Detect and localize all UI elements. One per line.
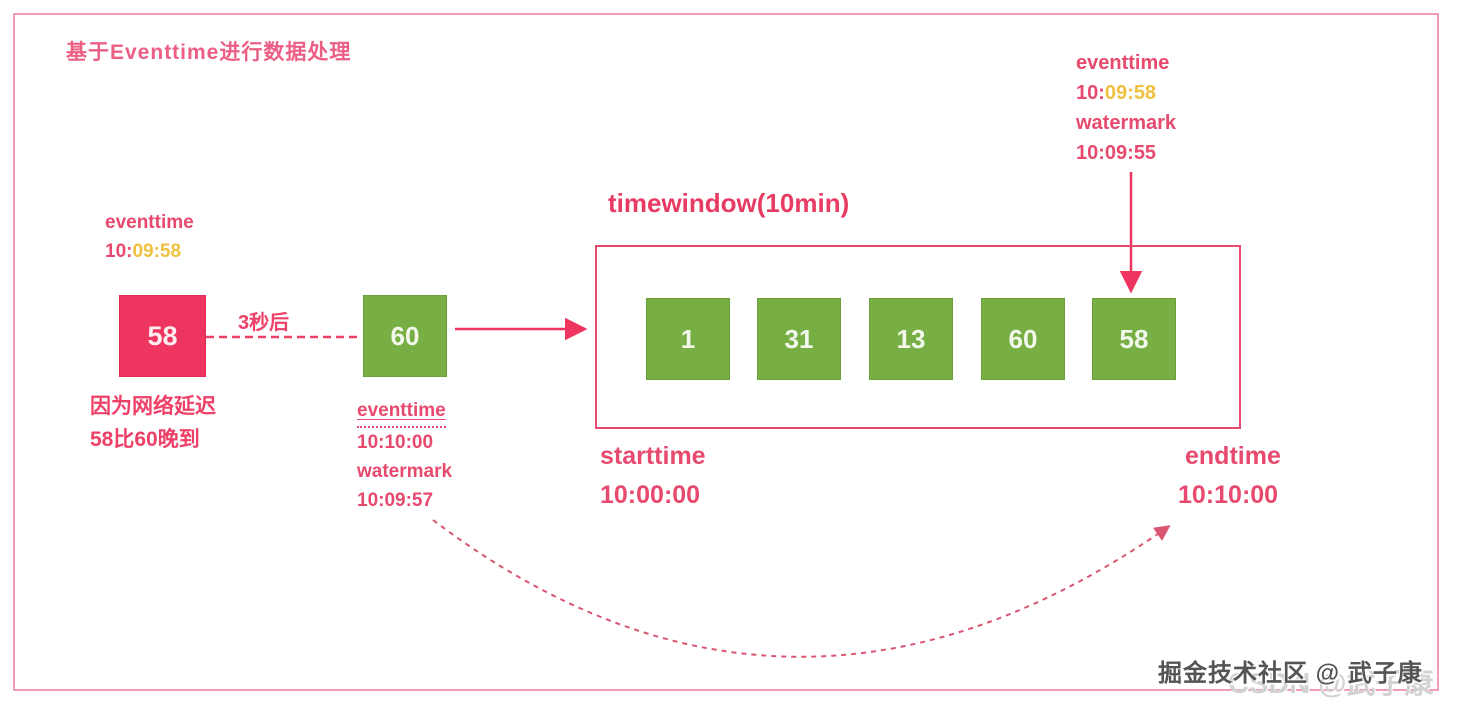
starttime-value: 10:00:00 (600, 481, 701, 509)
late-eventtime-value: 10:09:58 (105, 237, 194, 266)
starttime-label: starttime (600, 442, 706, 470)
csdn-watermark-text: CSDN @武子康 (1228, 668, 1434, 700)
window-item-box: 31 (757, 298, 841, 380)
late-eventtime-highlight: 09:58 (132, 241, 182, 262)
current-eventtime-label: eventtime (357, 396, 446, 428)
endtime-block: endtime 10:10:00 (1178, 437, 1281, 515)
arrival-eventtime-value: 10:09:58 (1076, 78, 1176, 108)
late-event-time-block: eventtime 10:09:58 (105, 208, 194, 266)
late-event-box: 58 (119, 295, 206, 377)
endtime-value: 10:10:00 (1178, 481, 1279, 509)
note-line-2: 58比60晚到 (90, 428, 200, 451)
arrival-event-time-block: eventtime 10:09:58 watermark 10:09:55 (1076, 48, 1176, 168)
timewindow-rect (595, 245, 1241, 429)
note-line-1: 因为网络延迟 (90, 395, 216, 418)
late-eventtime-prefix: 10: (105, 241, 133, 262)
juejin-watermark-text: 掘金技术社区 @ 武子康 (1158, 660, 1423, 687)
page-title: 基于Eventtime进行数据处理 (66, 41, 352, 64)
timewindow-title: timewindow(10min) (608, 188, 850, 218)
delay-label: 3秒后 (238, 312, 290, 334)
window-item-box: 60 (981, 298, 1065, 380)
arrival-watermark-value: 10:09:55 (1076, 142, 1157, 164)
starttime-block: starttime 10:00:00 (600, 437, 706, 515)
window-item-box: 1 (646, 298, 730, 380)
endtime-label: endtime (1185, 442, 1281, 470)
outer-border-frame (13, 13, 1439, 691)
current-eventtime-value: 10:10:00 (357, 432, 434, 453)
current-event-time-block: eventtime 10:10:00 watermark 10:09:57 (357, 396, 452, 515)
late-eventtime-label: eventtime (105, 212, 194, 233)
network-delay-note: 因为网络延迟 58比60晚到 (90, 390, 216, 456)
arrival-watermark-label: watermark (1076, 112, 1177, 134)
current-watermark-label: watermark (357, 461, 453, 482)
current-event-box: 60 (363, 295, 447, 377)
window-item-box: 58 (1092, 298, 1176, 380)
arrival-eventtime-prefix: 10: (1076, 82, 1105, 104)
window-item-box: 13 (869, 298, 953, 380)
current-watermark-value: 10:09:57 (357, 490, 434, 511)
arrival-eventtime-label: eventtime (1076, 52, 1170, 74)
arrival-eventtime-highlight: 09:58 (1104, 82, 1157, 104)
